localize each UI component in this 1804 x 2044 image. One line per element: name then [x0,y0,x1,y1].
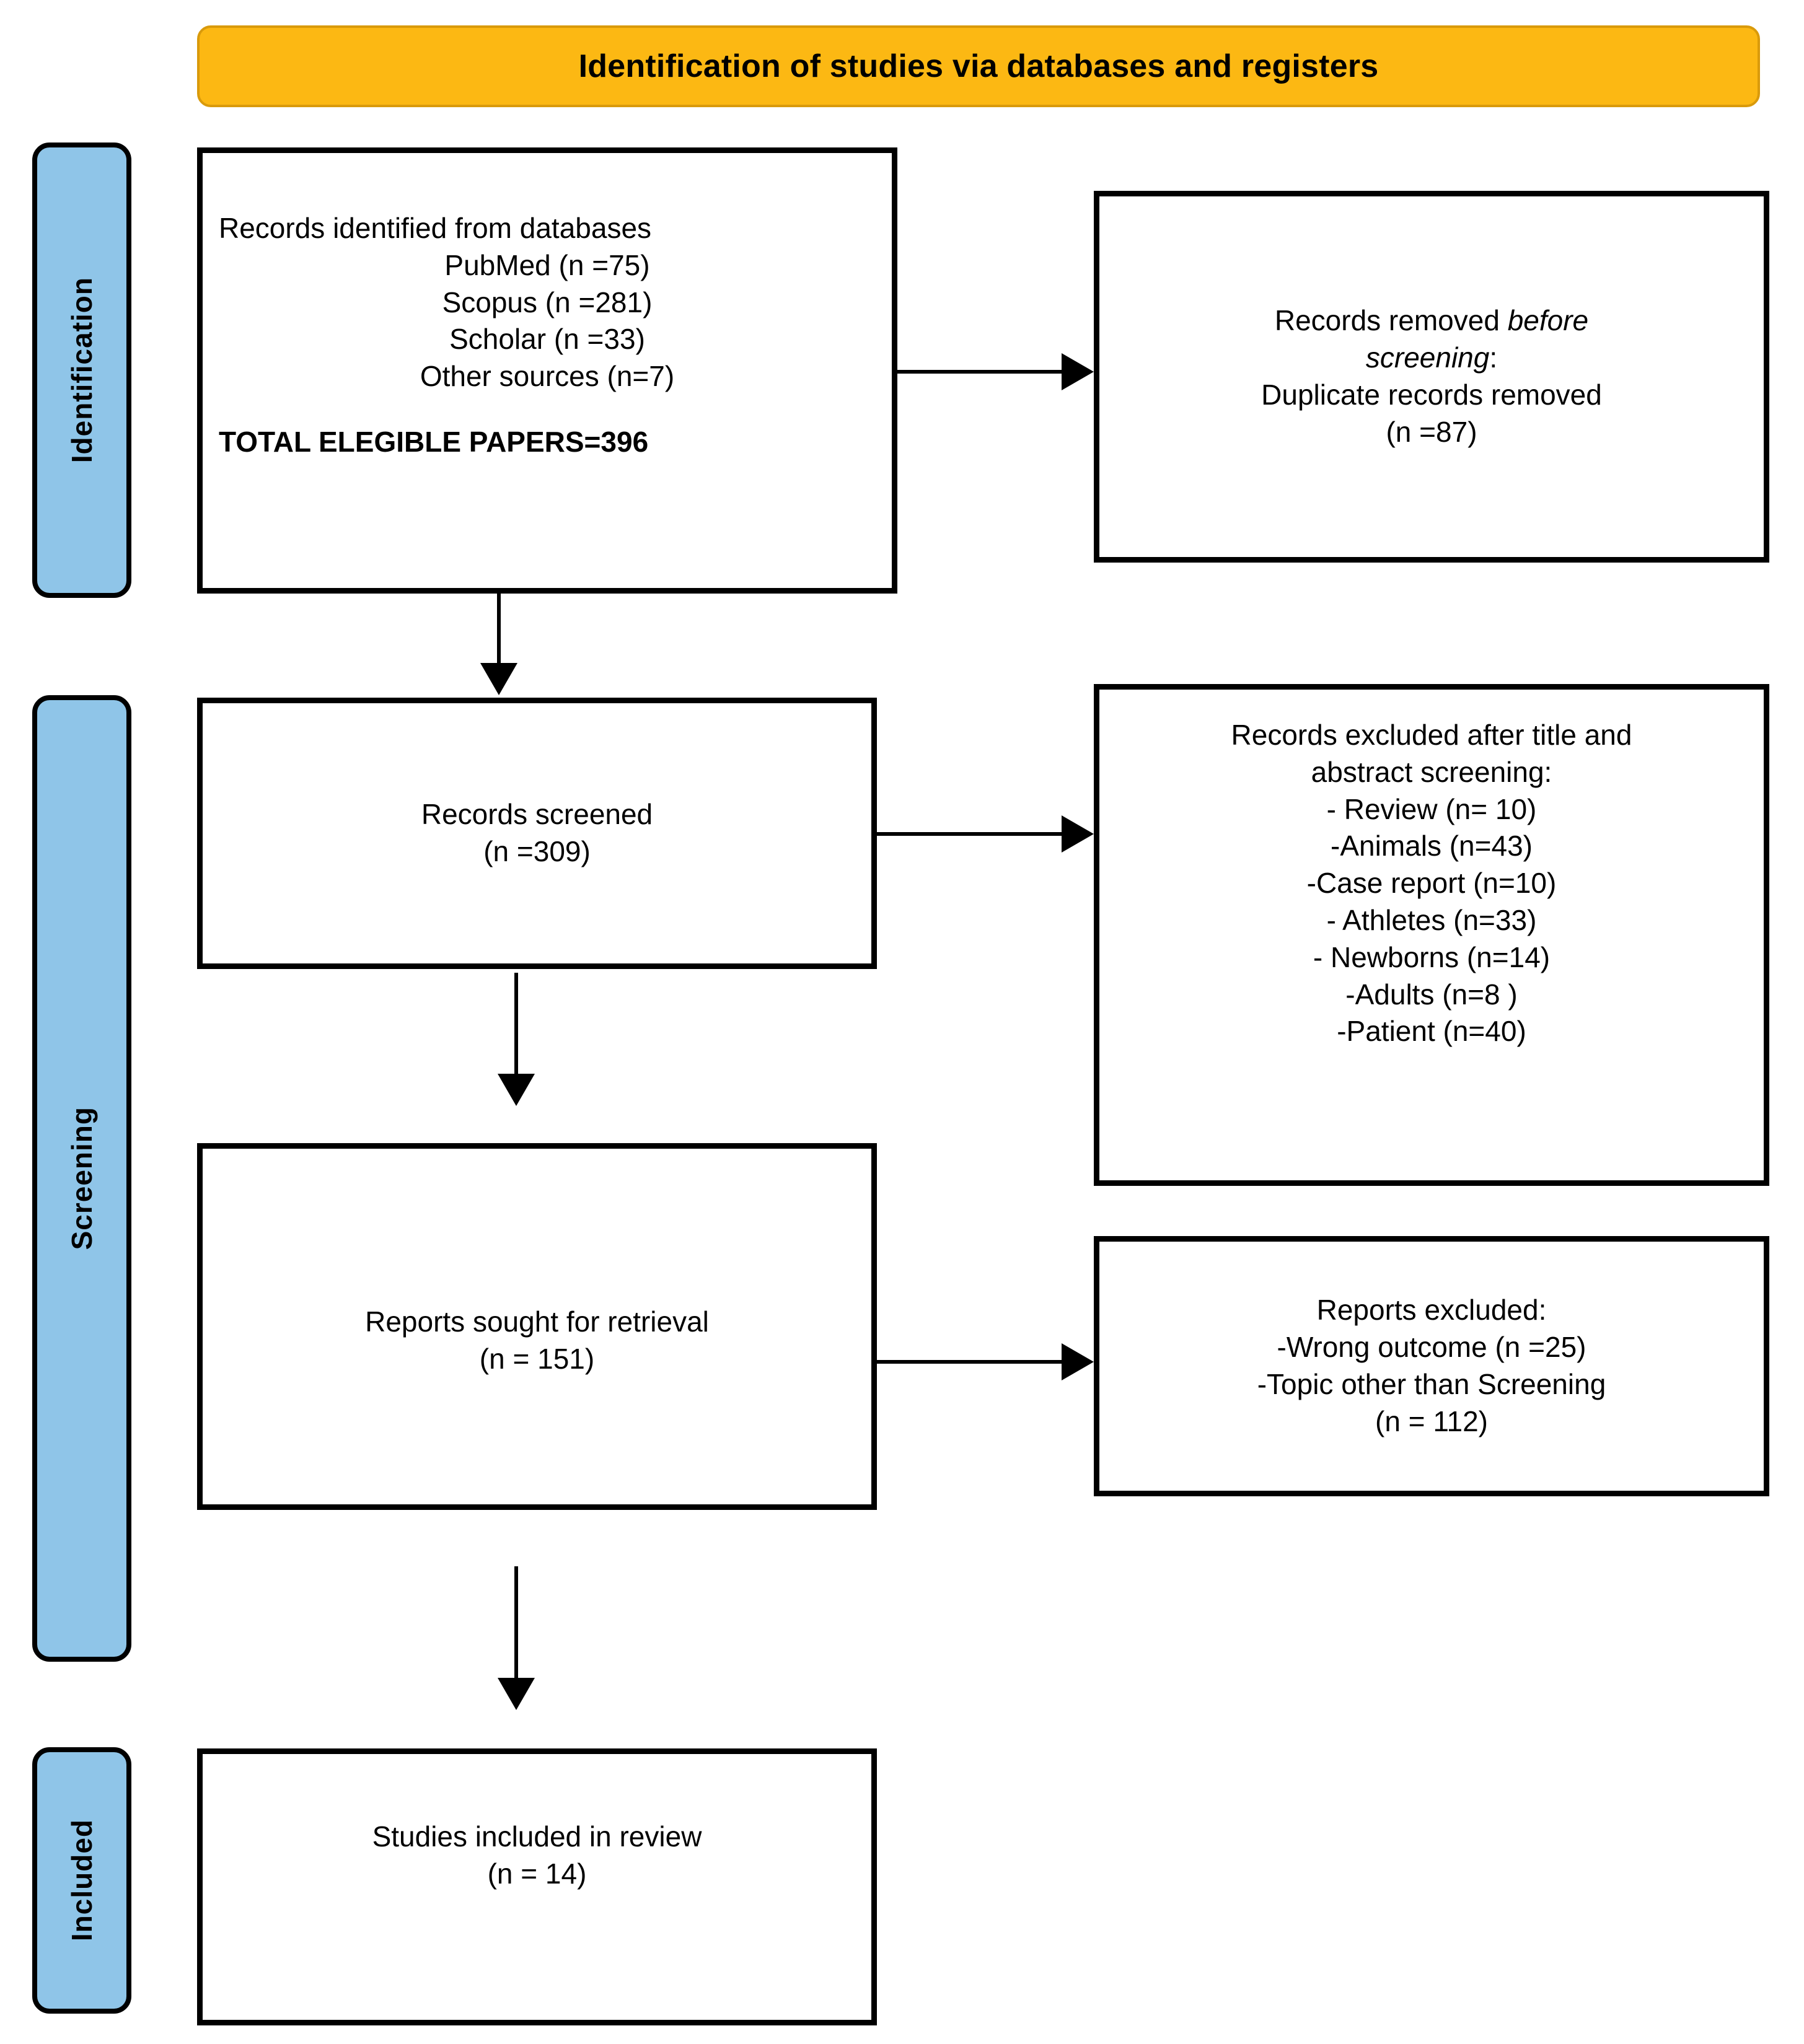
records-identified-scopus: Scopus (n =281) [442,286,653,318]
arrow-down-icon [498,1074,535,1106]
studies-included-label: Studies included in review [372,1820,702,1853]
box-records-excluded-title-abstract: Records excluded after title and abstrac… [1094,684,1769,1186]
stage-label-included: Included [32,1747,131,2014]
box-studies-included-in-review: Studies included in review (n = 14) [197,1748,877,2025]
connector-line [514,973,518,1077]
connector-line [877,832,1065,836]
connector-line [897,370,1065,374]
excluded-heading-line-2: abstract screening: [1311,755,1552,788]
excluded-item-adults: -Adults (n=8 ) [1345,978,1518,1011]
records-identified-scholar: Scholar (n =33) [449,323,645,356]
diagram-title-banner: Identification of studies via databases … [197,25,1760,107]
box-reports-excluded: Reports excluded: -Wrong outcome (n =25)… [1094,1236,1769,1496]
reports-sought-count: (n = 151) [479,1342,595,1375]
excluded-item-athletes: - Athletes (n=33) [1326,903,1537,936]
duplicates-line-1-plain: Records removed [1274,304,1508,337]
reports-excluded-topic-count: (n = 112) [1375,1405,1488,1437]
duplicates-count: (n =87) [1386,415,1477,448]
connector-line [497,594,501,667]
duplicates-line-1: Records removed before [1115,302,1748,340]
records-identified-spacer [219,395,876,424]
arrow-right-icon [1062,353,1094,390]
excluded-item-newborns: - Newborns (n=14) [1313,941,1551,973]
stage-label-screening-text: Screening [66,1107,98,1250]
box-records-removed-before-screening: Records removed before screening: Duplic… [1094,191,1769,563]
stage-label-identification-text: Identification [66,277,98,463]
records-identified-pubmed: PubMed (n =75) [444,248,650,281]
records-screened-count: (n =309) [483,835,591,867]
excluded-item-patient: -Patient (n=40) [1337,1015,1526,1048]
records-screened-label: Records screened [421,798,653,831]
reports-excluded-topic-other: -Topic other than Screening [1257,1368,1606,1400]
arrow-right-icon [1062,815,1094,853]
records-identified-total: TOTAL ELEGIBLE PAPERS=396 [219,425,649,458]
excluded-heading-line-1: Records excluded after title and [1231,719,1632,751]
arrow-right-icon [1062,1343,1094,1380]
records-identified-heading: Records identified from databases [219,212,652,244]
reports-excluded-heading: Reports excluded: [1316,1294,1547,1327]
reports-sought-label: Reports sought for retrieval [365,1305,709,1338]
duplicates-line-2: screening: [1115,340,1748,377]
diagram-title-text: Identification of studies via databases … [578,48,1379,84]
reports-excluded-wrong-outcome: -Wrong outcome (n =25) [1277,1331,1586,1364]
excluded-item-animals: -Animals (n=43) [1331,830,1533,862]
records-identified-other-sources: Other sources (n=7) [420,360,675,393]
stage-label-screening: Screening [32,695,131,1662]
box-reports-sought-for-retrieval: Reports sought for retrieval (n = 151) [197,1143,877,1510]
arrow-down-icon [498,1678,535,1710]
duplicates-line-3: Duplicate records removed [1261,379,1602,411]
stage-label-identification: Identification [32,143,131,598]
duplicates-line-2-plain: : [1489,341,1498,374]
excluded-item-review: - Review (n= 10) [1326,792,1537,825]
connector-line [514,1566,518,1681]
studies-included-count: (n = 14) [487,1857,587,1890]
connector-line [877,1360,1065,1364]
arrow-down-icon [480,663,517,695]
stage-label-included-text: Included [66,1819,98,1942]
excluded-item-case-report: -Case report (n=10) [1306,867,1557,900]
duplicates-line-2-italic: screening [1365,341,1490,374]
duplicates-line-1-italic: before [1507,304,1589,337]
box-records-identified: Records identified from databases PubMed… [197,147,897,594]
box-records-screened: Records screened (n =309) [197,698,877,969]
